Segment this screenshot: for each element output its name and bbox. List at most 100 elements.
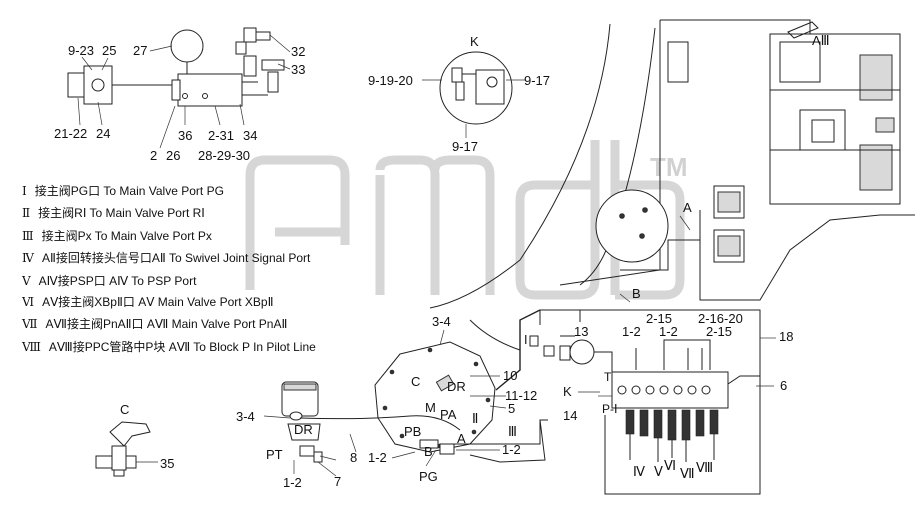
- detail-k: [422, 51, 526, 138]
- label-pt: PT: [266, 447, 283, 462]
- legend-numeral: Ⅵ: [21, 295, 34, 309]
- legend-numeral: Ⅷ: [21, 340, 41, 354]
- legend-row-vii: Ⅶ AⅦ接主阀PnAⅡ口 AⅦ Main Valve Port PnAⅡ: [21, 316, 287, 331]
- legend-numeral: Ⅶ: [21, 317, 38, 331]
- label-27: 27: [133, 43, 147, 58]
- label-10: 10: [503, 368, 517, 383]
- label-9-17-bottom: 9-17: [452, 139, 478, 154]
- label-9-17-right: 9-17: [524, 73, 550, 88]
- label-5: 5: [508, 401, 515, 416]
- label-vii: Ⅶ: [680, 466, 695, 481]
- legend-row-i: Ⅰ 接主阀PG口 To Main Valve Port PG: [22, 183, 224, 198]
- label-b-pump: B: [424, 444, 433, 459]
- label-p-i: P-Ⅰ: [602, 402, 618, 416]
- legend-row-iv-text: Ⅳ AⅡ接回转接头信号口AⅡ To Swivel Joint Signal Por…: [22, 250, 311, 265]
- label-iv: Ⅳ: [633, 464, 645, 479]
- label-pa: PA: [440, 407, 457, 422]
- label-a-pump: A: [457, 431, 466, 446]
- legend-row-ii-text: Ⅱ 接主阀RⅠ To Main Valve Port RⅠ: [22, 205, 205, 220]
- label-ii: Ⅱ: [472, 411, 478, 426]
- legend-numeral: Ⅳ: [22, 251, 35, 265]
- label-8: 8: [350, 450, 357, 465]
- label-2-15-a: 2-15: [646, 311, 672, 326]
- label-26: 26: [166, 148, 180, 163]
- legend-row-vi-text: Ⅵ AⅤ接主阀XBpⅡ口 AⅤ Main Valve Port XBpⅡ: [21, 294, 274, 309]
- label-3-4-top: 3-4: [432, 314, 451, 329]
- label-v: Ⅴ: [654, 464, 663, 479]
- label-9-19-20: 9-19-20: [368, 73, 413, 88]
- legend-text: AⅤ接主阀XBpⅡ口 AⅤ Main Valve Port XBpⅡ: [42, 294, 273, 309]
- control-valve-block: [529, 309, 776, 495]
- label-viii: Ⅷ: [696, 460, 713, 475]
- legend-row-i-text: Ⅰ 接主阀PG口 To Main Valve Port PG: [22, 183, 224, 198]
- legend-row-iii-text: Ⅲ 接主阀Px To Main Valve Port Px: [22, 228, 212, 243]
- label-2-31: 2-31: [208, 128, 234, 143]
- legend-text: 接主阀PG口 To Main Valve Port PG: [35, 183, 224, 198]
- legend-row-vii-text: Ⅶ AⅦ接主阀PnAⅡ口 AⅦ Main Valve Port PnAⅡ: [21, 316, 287, 331]
- label-c-pump: C: [411, 374, 420, 389]
- label-vi: Ⅵ: [664, 458, 676, 473]
- legend-row-ii: Ⅱ 接主阀RⅠ To Main Valve Port RⅠ: [22, 205, 205, 220]
- legend-numeral: Ⅴ: [21, 274, 31, 288]
- label-aiii: AⅢ: [812, 33, 830, 48]
- legend-text: 接主阀Px To Main Valve Port Px: [42, 228, 212, 243]
- legend-text: 接主阀RⅠ To Main Valve Port RⅠ: [38, 205, 205, 220]
- label-1-2-d: 1-2: [502, 442, 521, 457]
- legend-text: AⅣ接PSP口 AⅣ To PSP Port: [39, 273, 197, 288]
- label-a-frame: A: [683, 200, 692, 215]
- label-dr-motor: DR: [294, 422, 313, 437]
- label-11-12: 11-12: [505, 388, 537, 403]
- label-1-2-a: 1-2: [622, 324, 641, 339]
- legend: Ⅰ 接主阀PG口 To Main Valve Port PG Ⅱ 接主阀RⅠ To …: [21, 183, 316, 354]
- legend-row-v: Ⅴ AⅣ接PSP口 AⅣ To PSP Port: [21, 273, 197, 288]
- label-34: 34: [243, 128, 257, 143]
- label-33: 33: [291, 62, 305, 77]
- label-t: T: [604, 370, 612, 384]
- label-pg: PG: [419, 469, 438, 484]
- label-iii: Ⅲ: [508, 424, 517, 439]
- label-k: K: [470, 34, 479, 49]
- label-9-23: 9-23: [68, 43, 94, 58]
- legend-numeral: Ⅰ: [22, 184, 27, 198]
- legend-row-iv: Ⅳ AⅡ接回转接头信号口AⅡ To Swivel Joint Signal Por…: [22, 250, 311, 265]
- label-pb: PB: [404, 424, 421, 439]
- label-3-4-left: 3-4: [236, 409, 255, 424]
- legend-text: AⅧ接PPC管路中P块 AⅦ To Block P In Pilot Line: [49, 339, 316, 354]
- main-pump: [374, 309, 548, 467]
- label-7: 7: [334, 474, 341, 489]
- legend-row-iii: Ⅲ 接主阀Px To Main Valve Port Px: [22, 228, 212, 243]
- label-1-2-e: 1-2: [283, 475, 302, 490]
- label-b-frame: B: [632, 286, 641, 301]
- swing-motor: [263, 381, 461, 477]
- label-6: 6: [780, 378, 787, 393]
- legend-row-v-text: Ⅴ AⅣ接PSP口 AⅣ To PSP Port: [21, 273, 197, 288]
- legend-row-vi: Ⅵ AⅤ接主阀XBpⅡ口 AⅤ Main Valve Port XBpⅡ: [21, 294, 274, 309]
- legend-text: AⅡ接回转接头信号口AⅡ To Swivel Joint Signal Port: [42, 250, 311, 265]
- label-2-16-20: 2-16-20: [698, 311, 743, 326]
- label-36: 36: [178, 128, 192, 143]
- detail-c: [95, 421, 158, 477]
- machine-frame: [429, 19, 915, 309]
- label-24: 24: [96, 126, 110, 141]
- label-2: 2: [150, 148, 157, 163]
- legend-text: AⅦ接主阀PnAⅡ口 AⅦ Main Valve Port PnAⅡ: [46, 316, 288, 331]
- pilot-valve-assembly: [67, 27, 291, 107]
- label-m: M: [425, 400, 436, 415]
- legend-numeral: Ⅱ: [22, 206, 30, 220]
- label-32: 32: [291, 44, 305, 59]
- label-14: 14: [563, 408, 577, 423]
- label-28-29-30: 28-29-30: [198, 148, 250, 163]
- label-1-2-b: 1-2: [659, 324, 678, 339]
- label-13: 13: [574, 324, 588, 339]
- label-2-15-b: 2-15: [706, 324, 732, 339]
- label-1-2-c: 1-2: [368, 450, 387, 465]
- watermark-tm: TM: [650, 152, 688, 182]
- label-i-small: Ⅰ: [524, 333, 528, 347]
- legend-numeral: Ⅲ: [22, 229, 34, 243]
- legend-row-viii: Ⅷ AⅧ接PPC管路中P块 AⅦ To Block P In Pilot Line: [21, 339, 316, 354]
- label-21-22: 21-22: [54, 126, 87, 141]
- label-c-detail: C: [120, 402, 129, 417]
- label-25: 25: [102, 43, 116, 58]
- leader-lines-top-left: [77, 45, 245, 149]
